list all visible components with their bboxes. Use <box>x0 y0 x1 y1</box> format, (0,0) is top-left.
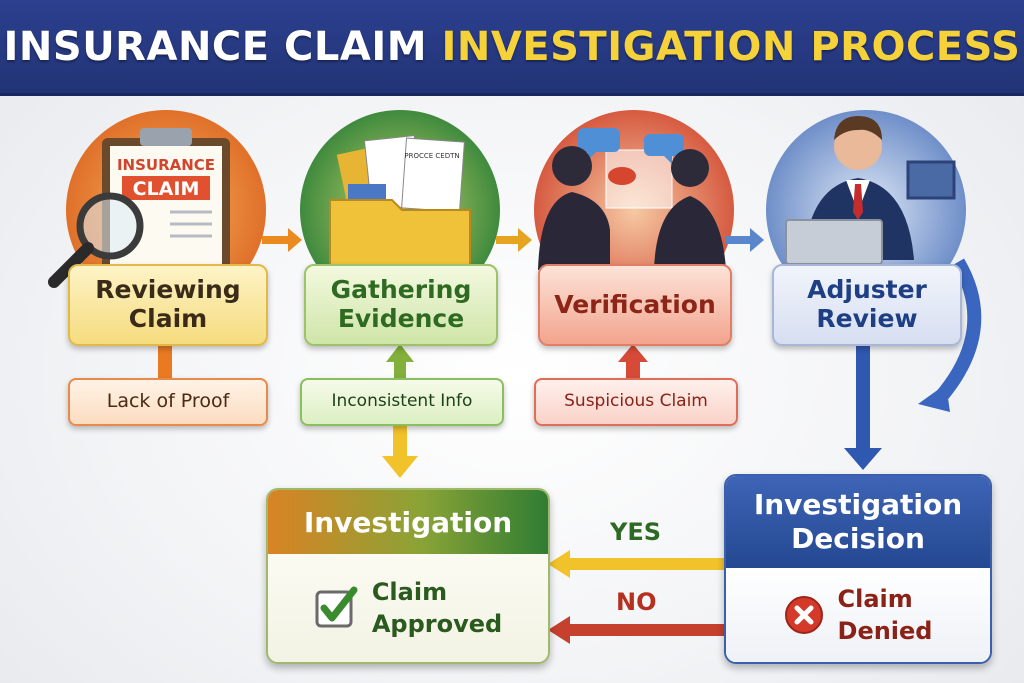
arrow-step3-to-step4 <box>750 228 764 252</box>
page-title: INSURANCE CLAIM INVESTIGATION PROCESS <box>4 24 1021 70</box>
yes-label: YES <box>610 518 662 546</box>
issue-lack-of-proof: Lack of Proof <box>68 378 268 426</box>
arrow-issue-to-step3 <box>618 344 648 362</box>
denied-line2: Denied <box>837 617 933 645</box>
clipboard-claim-label: CLAIM <box>133 178 200 200</box>
step-verification: Verification <box>538 264 732 346</box>
clipboard-text-1: INSURANCE <box>117 156 215 174</box>
denied-line1: Claim <box>837 584 913 613</box>
yes-arrow <box>548 550 570 578</box>
issue-suspicious-claim: Suspicious Claim <box>534 378 738 426</box>
folder-icon: PROCCE CEDTN <box>329 135 471 273</box>
issue-inconsistent-info: Inconsistent Info <box>300 378 504 426</box>
issue2-label: Inconsistent Info <box>331 391 473 412</box>
approved-line1: Claim <box>371 577 448 606</box>
decision-result: Claim Denied <box>726 568 990 662</box>
approved-line2: Approved <box>371 610 503 638</box>
step1-line1: Reviewing <box>95 275 241 305</box>
conversation-illustration <box>538 128 726 270</box>
investigation-result: Claim Approved <box>268 554 548 662</box>
checkmark-icon <box>315 586 358 628</box>
title-part2: INVESTIGATION PROCESS <box>441 23 1021 70</box>
arrow-to-investigation <box>382 456 418 478</box>
issue3-label: Suspicious Claim <box>564 391 708 412</box>
no-label: NO <box>616 588 657 616</box>
step2-line2: Evidence <box>337 304 465 333</box>
denied-x-icon <box>784 596 823 634</box>
arrow-issue-to-step2 <box>386 344 414 362</box>
title-part1: INSURANCE CLAIM <box>3 23 428 70</box>
arrow-step2-to-step3 <box>518 228 532 252</box>
laptop-icon <box>785 219 883 265</box>
step2-line1: Gathering <box>330 275 472 305</box>
magnifier-icon <box>48 192 144 288</box>
step1-line2: Claim <box>128 304 208 333</box>
no-arrow <box>548 616 570 644</box>
investigation-title: Investigation <box>303 505 513 539</box>
step4-line1: Adjuster <box>807 275 927 305</box>
arrow-to-decision <box>844 448 882 470</box>
chat-bubble-icon <box>578 128 620 160</box>
investigation-box: Investigation Claim Approved <box>266 488 550 664</box>
decision-title-line1: Investigation <box>753 488 963 522</box>
arrow-step1-to-step2 <box>288 228 302 252</box>
step4-line2: Review <box>816 304 918 333</box>
title-banner: INSURANCE CLAIM INVESTIGATION PROCESS <box>0 0 1024 96</box>
curved-feedback-arrow <box>918 384 950 412</box>
chat-bubble-icon-2 <box>644 134 684 164</box>
issue1-label: Lack of Proof <box>106 390 230 413</box>
decision-title-line2: Decision <box>791 522 925 555</box>
investigation-header: Investigation <box>268 490 548 554</box>
document-header: PROCCE CEDTN <box>404 152 459 160</box>
step3-line1: Verification <box>554 289 716 319</box>
adjuster-illustration <box>785 116 956 265</box>
connector-step1-issue <box>158 342 172 380</box>
